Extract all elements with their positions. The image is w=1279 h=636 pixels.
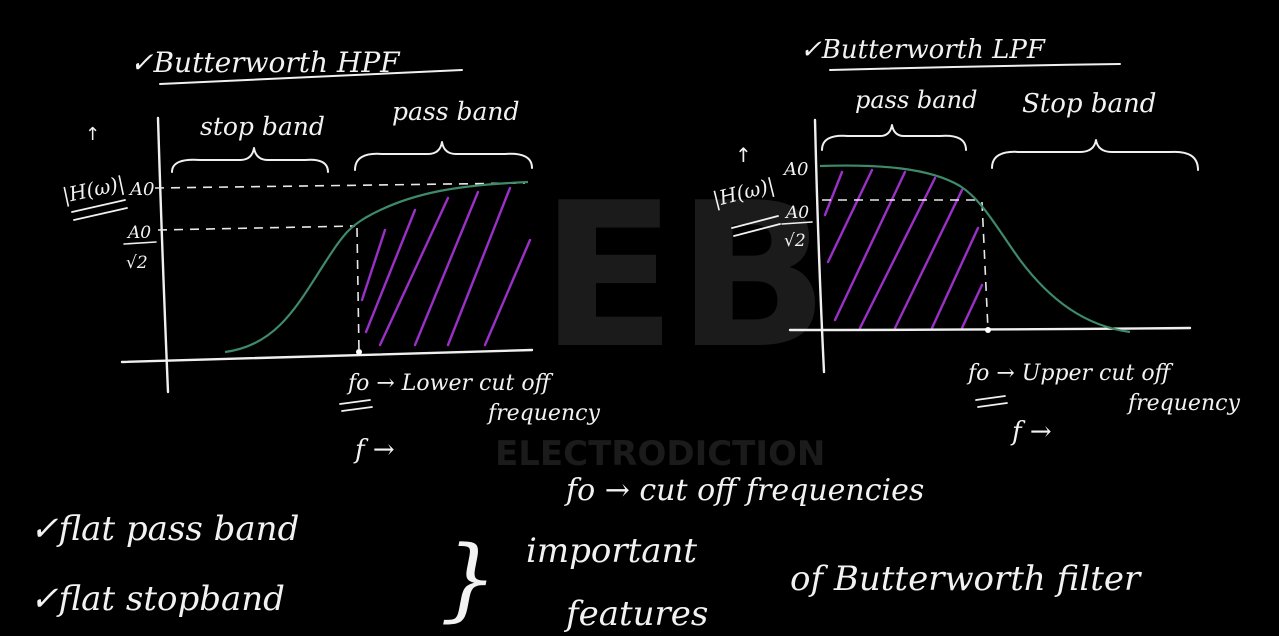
hpf-fo-note: fo → Lower cut off [346, 371, 554, 396]
lpf-response-curve [819, 164, 1131, 334]
hpf-y-label-underline [71, 199, 128, 221]
hpf-y-axis-label: |H(ω)| [60, 171, 127, 209]
lpf-cutoff-dashed-line [981, 201, 989, 331]
watermark-text: ELECTRODICTION [495, 434, 825, 474]
lpf-fo-underline [975, 395, 1008, 408]
lpf-y-arrow: ↑ [735, 143, 752, 167]
hpf-title: ✓Butterworth HPF [130, 46, 401, 79]
hpf-cutoff-marker [356, 349, 362, 355]
hpf-a0-root2-den: √2 [126, 253, 148, 273]
lpf-stop-brace [991, 139, 1199, 171]
lpf-title-underline [829, 63, 1121, 71]
lpf-y-axis [813, 118, 826, 374]
hpf-x-axis [120, 348, 534, 364]
of-butterworth-filter-note: of Butterworth filter [790, 559, 1142, 599]
lpf-diagram: ✓Butterworth LPF pass band Stop band ↑ |… [710, 35, 1240, 447]
hpf-pass-brace [354, 141, 533, 171]
hpf-f-axis-label: f → [353, 435, 395, 465]
lpf-cutoff-marker [985, 327, 991, 333]
lpf-a0-root2-num: A0 [784, 203, 809, 223]
hpf-fo-note-frequency: frequency [486, 401, 600, 426]
lpf-pass-brace [821, 124, 967, 151]
hpf-cutoff-dashed-line [356, 227, 360, 353]
hpf-pass-band-label: pass band [392, 97, 520, 126]
features-brace: } [440, 527, 497, 632]
flat-pass-band-note: ✓flat pass band [30, 509, 299, 549]
hpf-y-arrow: ↑ [85, 124, 100, 145]
features-note: features [563, 594, 708, 634]
hpf-a0-root2-dashed-line [157, 225, 356, 231]
lpf-pass-band-label: pass band [855, 86, 977, 114]
hpf-a0-root2-num: A0 [126, 223, 151, 243]
watermark: EB ELECTRODICTION [495, 160, 829, 474]
important-note: important [526, 531, 697, 571]
lpf-title: ✓Butterworth LPF [800, 35, 1046, 65]
hpf-response-curve [224, 180, 529, 354]
hpf-fo-underline [339, 399, 373, 412]
hpf-a0-dashed-line [154, 182, 526, 189]
hpf-stop-band-label: stop band [200, 112, 325, 141]
lpf-a0-root2-den: √2 [784, 231, 806, 251]
lpf-fo-note: fo → Upper cut off [966, 361, 1174, 386]
hpf-a0-label: A0 [128, 179, 154, 200]
hpf-title-underline [159, 69, 463, 85]
lpf-f-axis-label: f → [1010, 417, 1052, 447]
hpf-pass-hatching [360, 186, 532, 347]
lpf-a0-label: A0 [782, 159, 808, 180]
watermark-logo: EB [540, 160, 829, 393]
flat-stop-band-note: ✓flat stopband [30, 579, 285, 619]
hpf-stop-brace [171, 147, 329, 173]
hpf-fraction-bar [123, 241, 157, 245]
lpf-stop-band-label: Stop band [1022, 89, 1156, 119]
lpf-y-label-underline [731, 215, 781, 237]
cutoff-frequencies-note: fo → cut off frequencies [564, 473, 924, 508]
lpf-fraction-bar [781, 221, 813, 225]
hpf-diagram: ✓Butterworth HPF stop band pass band ↑ |… [60, 46, 600, 465]
bottom-notes: fo → cut off frequencies ✓flat pass band… [30, 473, 1142, 634]
lpf-fo-note-frequency: frequency [1126, 391, 1240, 416]
hpf-y-axis [156, 116, 170, 394]
lpf-pass-hatching [823, 168, 984, 330]
